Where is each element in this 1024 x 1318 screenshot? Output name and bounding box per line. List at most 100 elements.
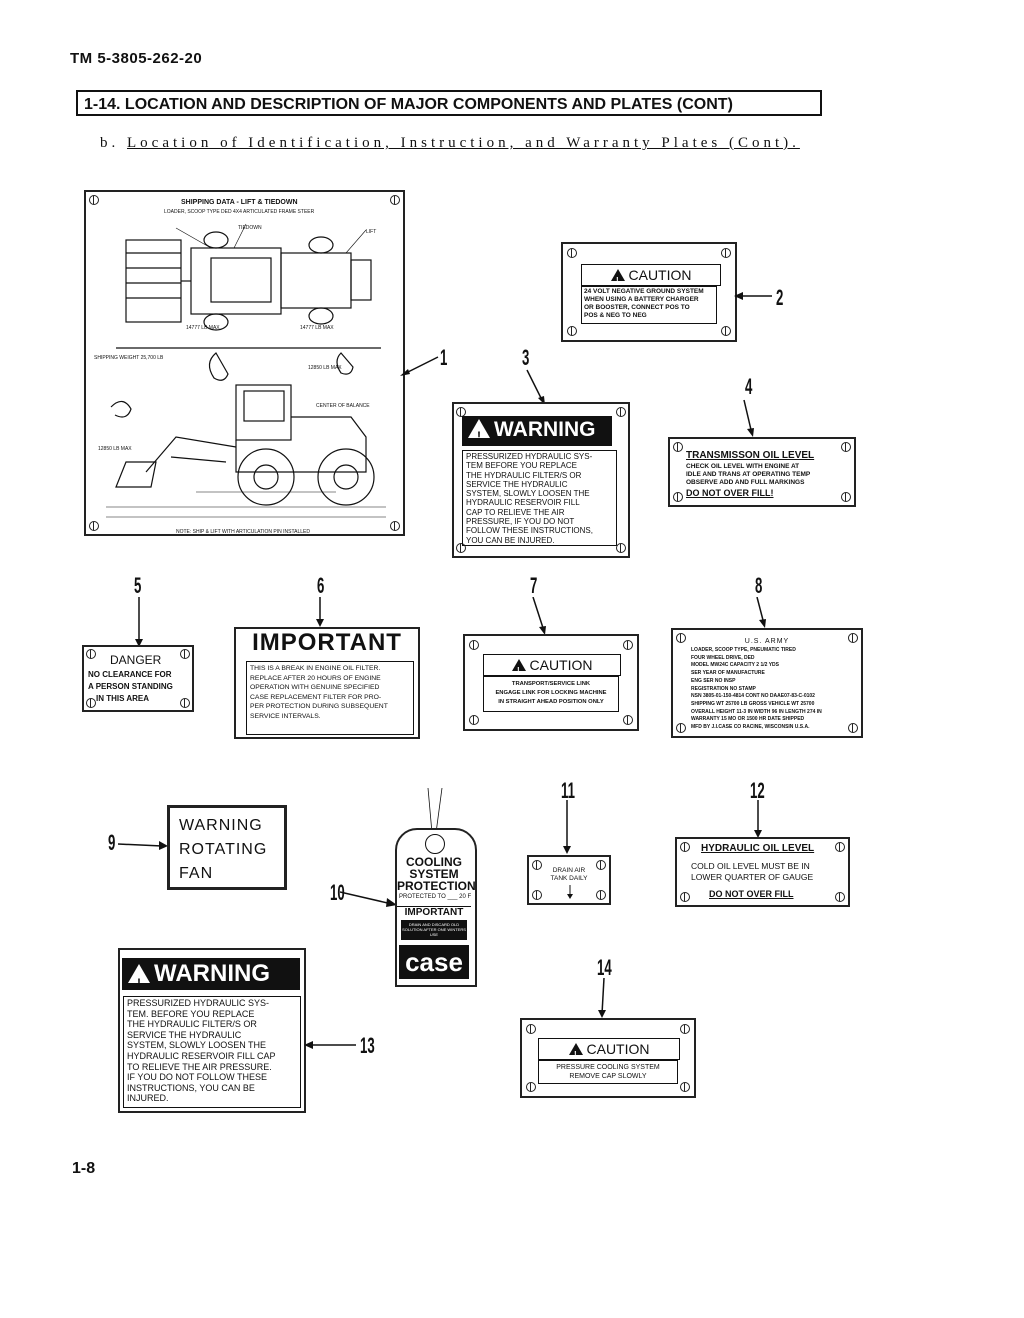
hydraulic-oil-line: COLD OIL LEVEL MUST BE IN [691,861,810,871]
screw-icon [616,543,626,553]
army-line: FOUR WHEEL DRIVE, DED [691,654,755,661]
warning-line: SYSTEM, SLOWLY LOOSEN THE [127,1040,267,1051]
tag-string [427,788,443,834]
hydraulic-oil-text: COLD OIL LEVEL MUST BE IN LOWER QUARTER … [691,861,813,883]
loader-side-view-drawing [106,384,386,518]
cooling-title: COOLING SYSTEM PROTECTION [397,856,475,892]
plate-3-warning-hydraulic: !WARNING PRESSURIZED HYDRAULIC SYS- TEM … [452,402,630,558]
warning-triangle-icon: ! [610,269,625,285]
loader-top-view-drawing [116,223,381,381]
caution-line: 24 VOLT NEGATIVE GROUND SYSTEM [584,288,704,295]
screw-icon [469,640,479,650]
screw-icon [623,640,633,650]
warning-line: HYDRAULIC RESERVOIR FILL CAP [127,1050,276,1061]
callout-4: 4 [745,374,753,399]
section-heading: 1-14. LOCATION AND DESCRIPTION OF MAJOR … [76,90,822,116]
transmission-footer: DO NOT OVER FILL! [686,488,774,498]
plate-12-hydraulic-oil: HYDRAULIC OIL LEVEL COLD OIL LEVEL MUST … [675,837,850,907]
callout-3: 3 [522,345,530,370]
warning-line: IF YOU DO NOT FOLLOW THESE [127,1072,268,1083]
warning-line: PRESSURE, IF YOU DO NOT [466,517,575,527]
caution-line: OR BOOSTER, CONNECT POS TO [584,304,690,311]
screw-icon [676,723,686,733]
caution-text-box: 24 VOLT NEGATIVE GROUND SYSTEM WHEN USIN… [581,286,717,324]
warning-line: HYDRAULIC RESERVOIR FILL [466,498,580,508]
screw-icon [848,633,858,643]
danger-text: NO CLEARANCE FOR A PERSON STANDING IN TH… [88,669,173,705]
screw-icon [596,860,606,870]
screw-icon [526,1024,536,1034]
subheading-prefix: b. [100,135,120,151]
important-line: SERVICE INTERVALS. [250,712,321,720]
drain-line: DRAIN AIR [552,867,586,874]
warning-line: TEM BEFORE YOU REPLACE [466,461,577,471]
fan-text: WARNING ROTATING FAN [179,814,267,886]
important-line: OPERATION WITH GENUINE SPECIFIED [250,684,380,691]
cooling-line: SYSTEM [409,867,459,881]
warning-header: WARNING [494,418,596,441]
transmission-line: OBSERVE ADD AND FULL MARKINGS [686,479,805,486]
warning-triangle-icon: ! [468,419,490,443]
leader-10 [340,891,397,907]
warning-header: WARNING [154,960,270,987]
danger-line: IN THIS AREA [96,694,150,703]
shipping-note: NOTE: SHIP & LIFT WITH ARTICULATION PIN … [176,529,311,535]
warning-text-box: PRESSURIZED HYDRAULIC SYS- TEM. BEFORE Y… [123,996,301,1108]
screw-icon [532,860,542,870]
screw-icon [86,649,96,659]
leader-4 [743,399,754,437]
plate-5-danger: DANGER NO CLEARANCE FOR A PERSON STANDIN… [82,645,194,712]
army-line: ENG SER NO INSP [691,677,736,684]
callout-11: 11 [561,778,575,803]
callout-5: 5 [134,573,142,598]
callout-6: 6 [317,573,325,598]
subheading-text: Location of Identification, Instruction,… [127,135,800,151]
screw-icon [567,248,577,258]
screw-icon [180,698,190,708]
screw-icon [526,1082,536,1092]
caution-line: TRANSPORT/SERVICE LINK [511,681,591,687]
army-line: MFD BY J.I.CASE CO RACINE, WISCONSIN U.S… [691,724,810,731]
page-number: 1-8 [72,1160,96,1177]
leader-5 [135,597,143,647]
plate-13-warning-hydraulic: !WARNING PRESSURIZED HYDRAULIC SYS- TEM.… [118,948,306,1113]
plate-11-drain-air: DRAIN AIR TANK DAILY [527,855,611,905]
caution-box: !CAUTION [483,654,621,676]
leader-13 [304,1041,356,1049]
army-line: SER YEAR OF MANUFACTURE [691,670,765,677]
shipping-weight: SHIPPING WEIGHT 25,700 LB [94,355,164,361]
caution-line: POS & NEG TO NEG [584,312,647,319]
army-line: SHIPPING WT 25700 LB GROSS VEHICLE WT 25… [691,700,815,707]
protected-to: PROTECTED TO ___ 20 F [399,894,472,900]
plate-4-transmission-oil: TRANSMISSON OIL LEVEL CHECK OIL LEVEL WI… [668,437,856,507]
screw-icon [835,842,845,852]
screw-icon [623,715,633,725]
army-text: LOADER, SCOOP TYPE, PNEUMATIC TIRED FOUR… [691,647,851,732]
important-label: IMPORTANT [397,906,471,918]
callout-13: 13 [360,1033,375,1058]
lift-label: LIFT [366,229,377,235]
screw-icon [841,442,851,452]
screw-icon [673,492,683,502]
screw-icon [532,890,542,900]
load-label-1: 14777 LB MAX [186,325,220,331]
plate-2-caution-battery: !CAUTION 24 VOLT NEGATIVE GROUND SYSTEM … [561,242,737,342]
screw-icon [841,492,851,502]
important-text-box: THIS IS A BREAK IN ENGINE OIL FILTER. RE… [246,661,414,735]
transmission-line: CHECK OIL LEVEL WITH ENGINE AT [686,463,800,470]
screw-icon [180,649,190,659]
warning-line: TO RELIEVE THE AIR PRESSURE. [127,1061,272,1072]
plate-6-important: IMPORTANT THIS IS A BREAK IN ENGINE OIL … [234,627,420,739]
callout-1: 1 [440,345,448,370]
screw-icon [680,842,690,852]
warning-text-box: PRESSURIZED HYDRAULIC SYS- TEM BEFORE YO… [462,450,617,546]
case-logo: case [399,945,469,979]
warning-line: THE HYDRAULIC FILTER/S OR [127,1019,257,1030]
transmission-text: CHECK OIL LEVEL WITH ENGINE AT IDLE AND … [686,463,810,487]
danger-header: DANGER [110,653,162,667]
fan-line: ROTATING [179,841,268,858]
caution-line: IN STRAIGHT AHEAD POSITION ONLY [498,699,604,705]
warning-line: SERVICE THE HYDRAULIC [466,479,568,489]
screw-icon [721,326,731,336]
screw-icon [673,442,683,452]
